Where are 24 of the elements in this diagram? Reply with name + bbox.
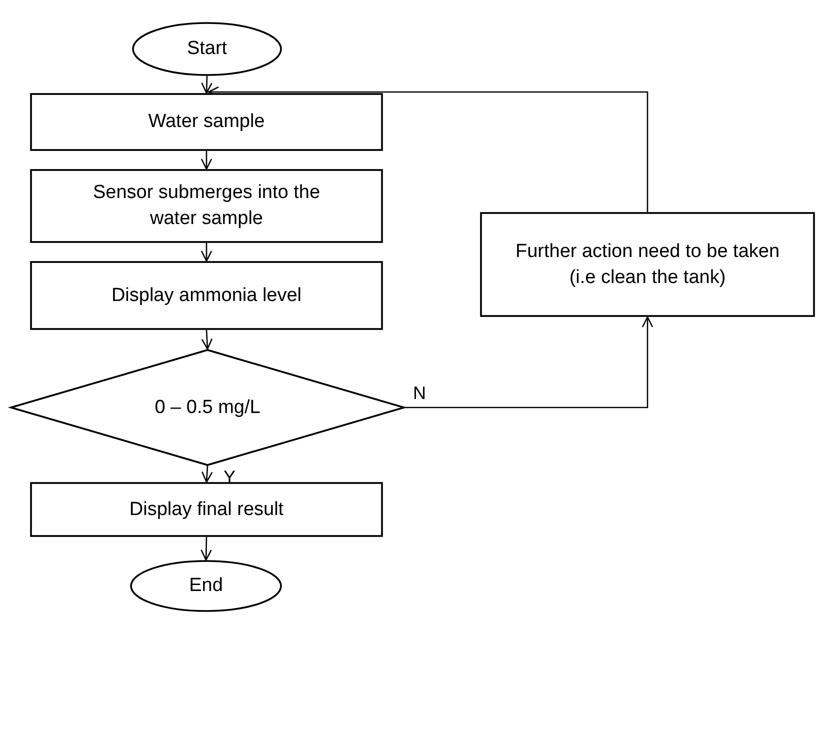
arrow	[200, 151, 212, 170]
decision-diamond	[10, 349, 405, 466]
process-box	[30, 169, 383, 243]
node-label: Water sample	[148, 110, 265, 134]
node-label: End	[189, 574, 223, 598]
node-label: Display ammonia level	[111, 284, 302, 308]
process-box	[30, 93, 383, 151]
node-label: Further action need to be taken (i.e clean the tank)	[514, 240, 781, 290]
terminal-ellipse	[132, 22, 282, 76]
node-label: Sensor submerges into the water sample	[92, 181, 322, 231]
node-label: 0 – 0.5 mg/L	[154, 396, 260, 420]
process-box	[480, 212, 815, 317]
process-box	[30, 482, 383, 537]
arrow	[201, 76, 212, 94]
arrow	[201, 330, 213, 350]
arrow	[405, 316, 654, 408]
arrow	[208, 86, 648, 212]
terminal-ellipse	[130, 560, 282, 612]
arrow	[200, 536, 212, 561]
node-label: Start	[186, 37, 228, 62]
process-box	[30, 261, 383, 330]
arrow	[201, 466, 213, 483]
node-label: Display final result	[129, 498, 284, 522]
arrow	[200, 243, 212, 262]
